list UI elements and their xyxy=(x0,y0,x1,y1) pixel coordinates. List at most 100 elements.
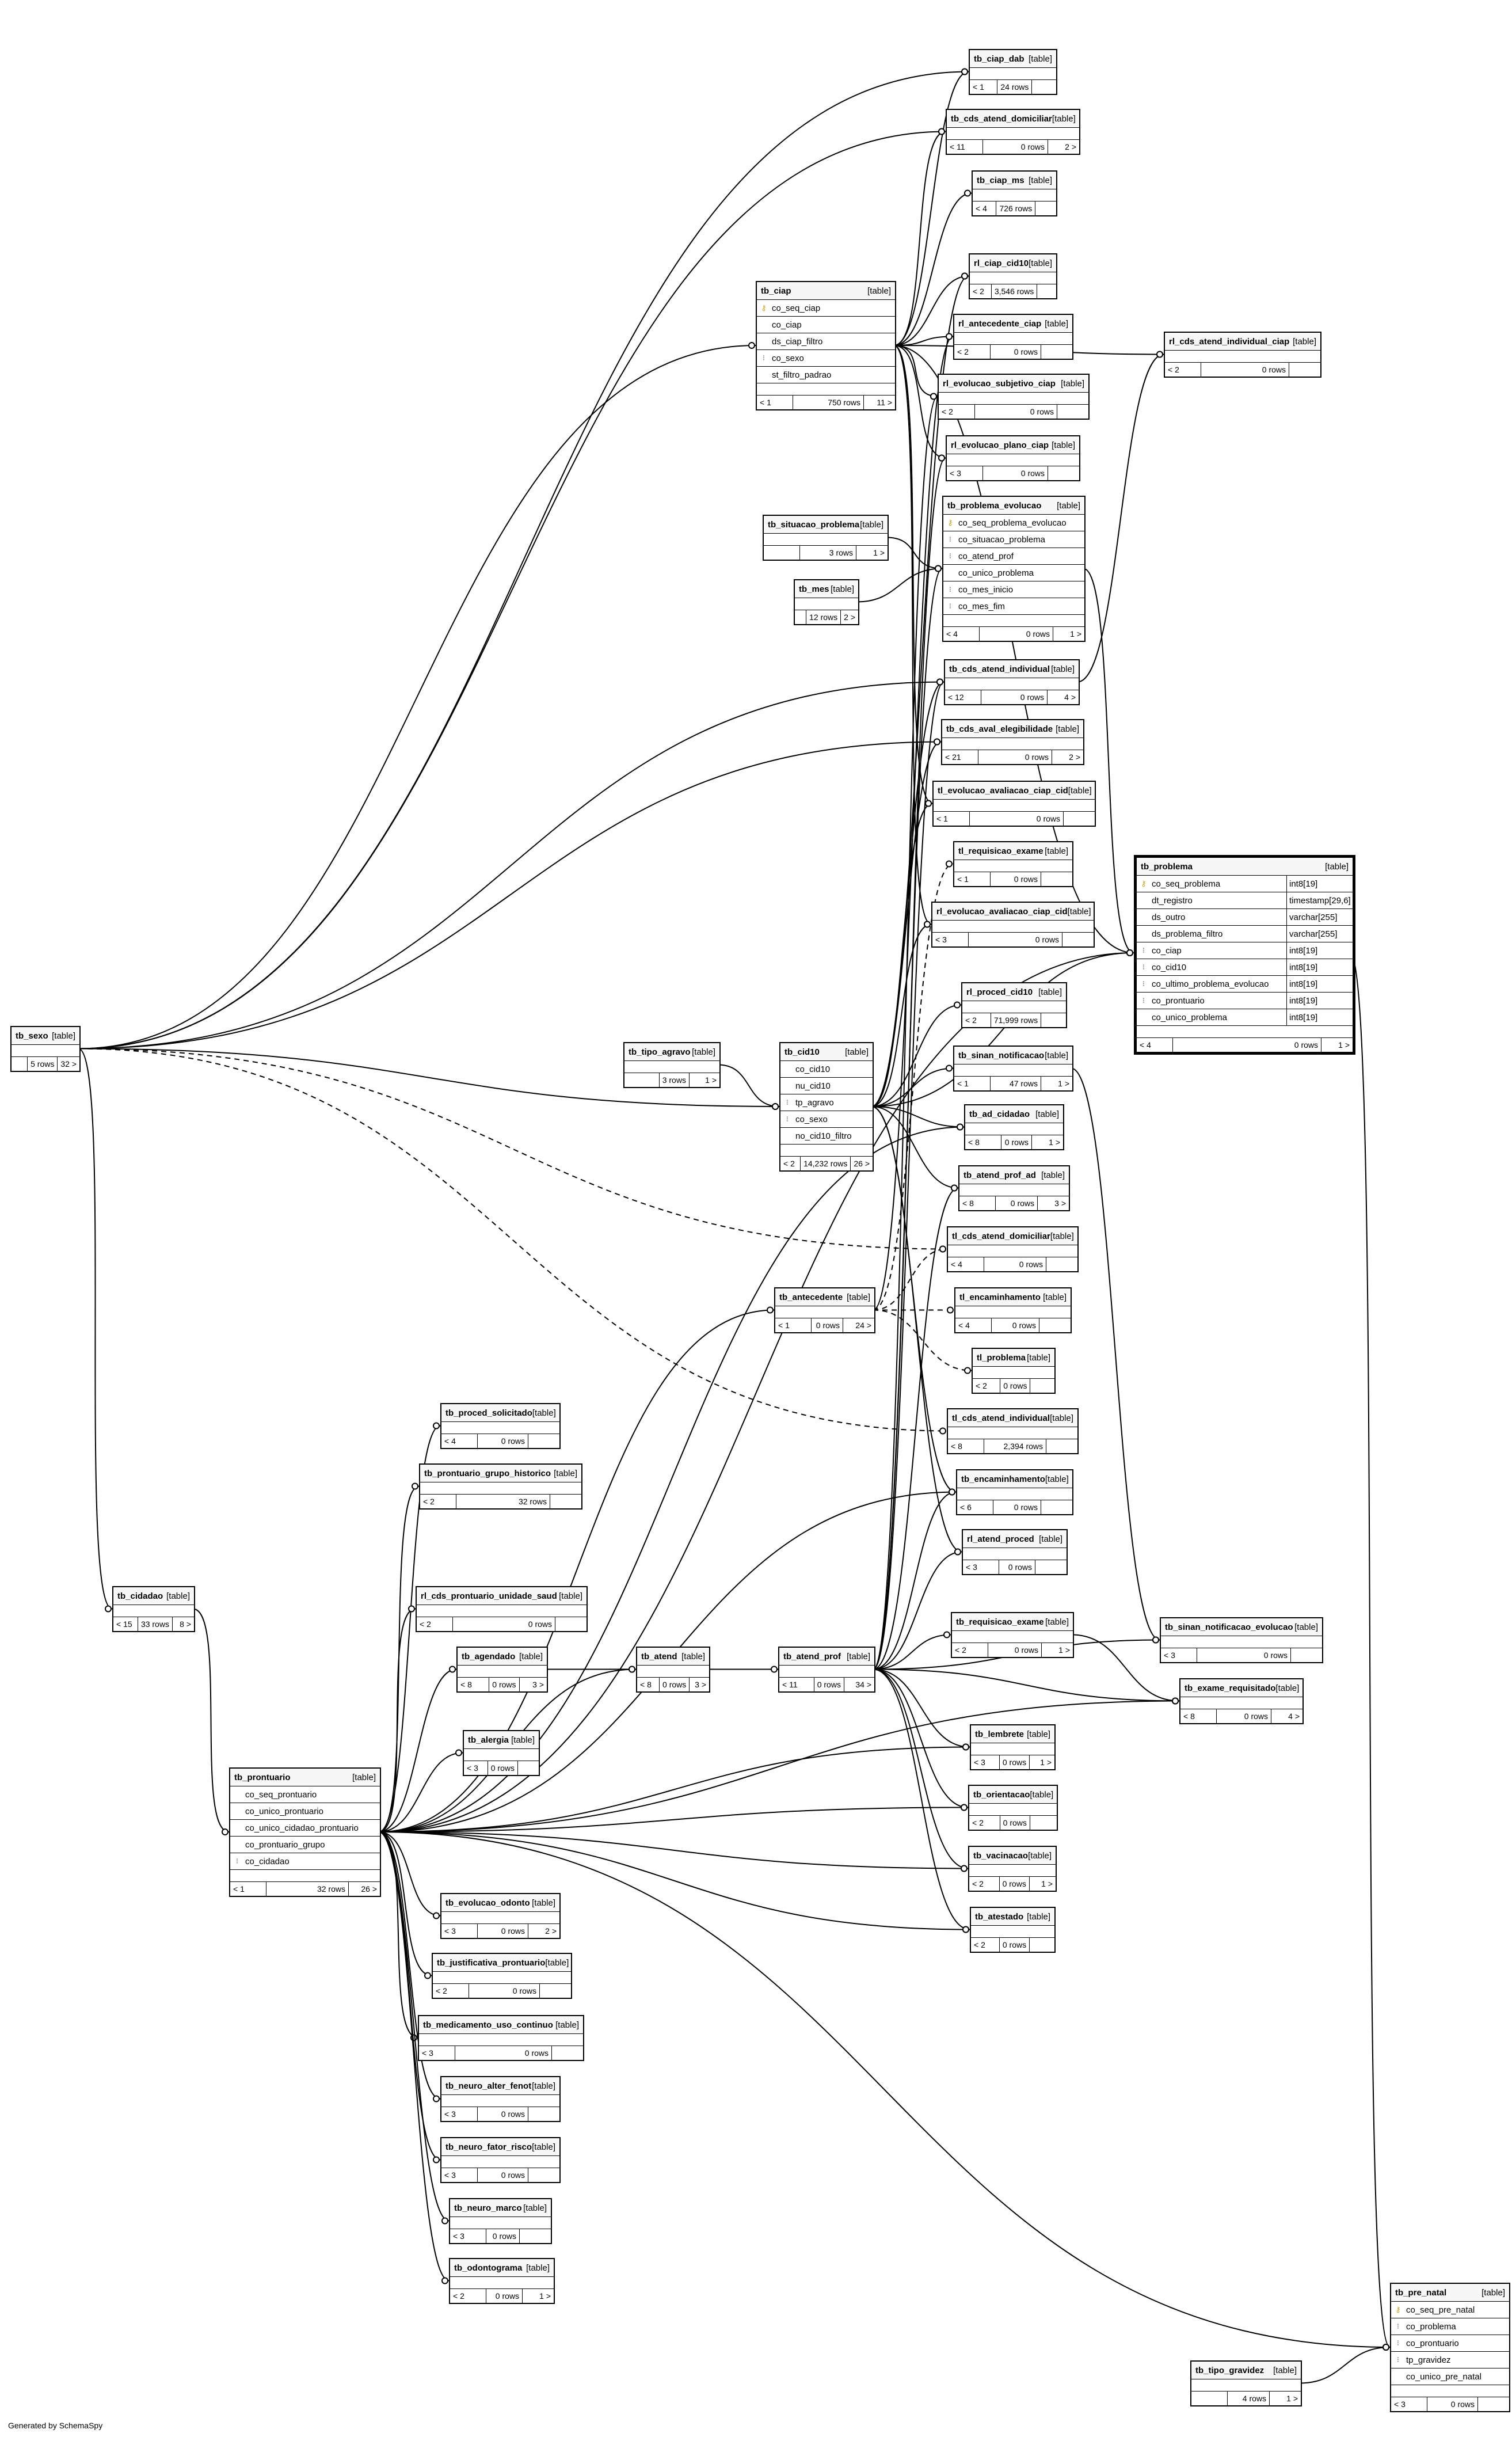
parents-link[interactable]: < 4 xyxy=(943,627,980,641)
table-name[interactable]: tb_mes xyxy=(799,584,829,594)
table-name[interactable]: tb_neuro_alter_fenot xyxy=(445,2081,532,2091)
parents-link[interactable]: < 2 xyxy=(780,1157,801,1170)
parents-link[interactable]: < 2 xyxy=(420,1495,456,1508)
parents-link[interactable]: < 3 xyxy=(971,1755,1000,1769)
column-row[interactable]: co_ciap xyxy=(757,317,895,333)
table-name[interactable]: tb_atend_prof xyxy=(783,1651,841,1662)
parents-link[interactable]: < 1 xyxy=(775,1318,812,1332)
column-row[interactable]: nu_cid10 xyxy=(780,1078,873,1094)
table-name[interactable]: tb_ciap_dab xyxy=(974,54,1024,64)
parents-link[interactable]: < 2 xyxy=(417,1617,453,1631)
table-name[interactable]: rl_ciap_cid10 xyxy=(974,258,1029,268)
children-link[interactable] xyxy=(1041,345,1072,359)
table-name[interactable]: rl_evolucao_avaliacao_ciap_cid xyxy=(936,906,1068,917)
parents-link[interactable]: < 3 xyxy=(1161,1648,1197,1662)
children-link[interactable]: 3 > xyxy=(1054,1199,1066,1208)
table-tb-problema-evolucao[interactable]: tb_problema_evolucao[table]⚷co_seq_probl… xyxy=(942,496,1086,642)
parents-link[interactable]: < 4 xyxy=(948,1257,984,1271)
parents-link[interactable]: < 21 xyxy=(942,750,978,764)
table-name[interactable]: tb_neuro_marco xyxy=(454,2203,522,2213)
table-name[interactable]: tb_tipo_gravidez xyxy=(1195,2365,1265,2375)
table-name[interactable]: rl_evolucao_subjetivo_ciap xyxy=(943,378,1056,389)
children-link[interactable] xyxy=(1064,812,1095,826)
column-row[interactable]: ⚷co_seq_pre_natal xyxy=(1391,2302,1509,2318)
table-name[interactable]: tb_atend xyxy=(641,1651,677,1662)
children-link[interactable]: 1 > xyxy=(1058,1645,1070,1655)
parents-link[interactable] xyxy=(1191,2392,1228,2405)
table-tl-evolucao-avaliacao-ciap-cid[interactable]: tl_evolucao_avaliacao_ciap_cid[table]< 1… xyxy=(932,781,1096,827)
table-name[interactable]: tb_cds_aval_elegibilidade xyxy=(946,724,1053,734)
children-link[interactable] xyxy=(1046,1257,1077,1271)
children-link[interactable]: 32 > xyxy=(60,1059,77,1069)
children-link[interactable] xyxy=(528,2107,559,2121)
children-link[interactable] xyxy=(1041,1013,1066,1027)
table-name[interactable]: rl_antecedente_ciap xyxy=(958,318,1042,329)
children-link[interactable] xyxy=(555,1617,586,1631)
table-name[interactable]: tb_cidadao xyxy=(117,1591,163,1601)
column-row[interactable]: co_seq_prontuario xyxy=(230,1786,380,1803)
column-row[interactable]: co_unico_problema xyxy=(943,565,1084,581)
parents-link[interactable]: < 2 xyxy=(970,284,992,298)
children-link[interactable] xyxy=(1037,284,1056,298)
children-link[interactable] xyxy=(1035,202,1056,215)
table-name[interactable]: tb_medicamento_uso_continuo xyxy=(423,2020,553,2030)
children-link[interactable]: 1 > xyxy=(1070,629,1081,638)
children-link[interactable] xyxy=(520,2229,551,2243)
table-name[interactable]: tb_sexo xyxy=(16,1031,48,1041)
children-link[interactable] xyxy=(540,1984,571,1998)
column-row[interactable]: st_filtro_padrao xyxy=(757,367,895,383)
parents-link[interactable]: < 1 xyxy=(970,80,998,94)
column-row[interactable]: ⁝co_cidadao xyxy=(230,1853,380,1870)
children-link[interactable] xyxy=(1048,466,1079,480)
children-link[interactable] xyxy=(1041,872,1072,886)
parents-link[interactable]: < 3 xyxy=(464,1761,488,1775)
table-name[interactable]: tl_requisicao_exame xyxy=(958,846,1043,856)
column-row[interactable]: co_prontuario_grupo xyxy=(230,1837,380,1853)
column-row[interactable]: ⚷co_seq_ciap xyxy=(757,300,895,317)
table-name[interactable]: rl_atend_proced xyxy=(967,1534,1034,1544)
column-row[interactable]: ⁝co_problema xyxy=(1391,2318,1509,2335)
parents-link[interactable]: < 2 xyxy=(962,1013,991,1027)
children-link[interactable] xyxy=(1291,1648,1322,1662)
table-name[interactable]: tb_lembrete xyxy=(975,1729,1024,1739)
parents-link[interactable]: < 8 xyxy=(458,1678,490,1691)
parents-link[interactable]: < 3 xyxy=(1391,2397,1427,2411)
parents-link[interactable]: < 8 xyxy=(948,1439,984,1453)
table-name[interactable]: tl_encaminhamento xyxy=(959,1292,1041,1302)
column-row[interactable]: ⁝tp_gravidez xyxy=(1391,2352,1509,2368)
children-link[interactable] xyxy=(1030,1379,1054,1393)
parents-link[interactable]: < 15 xyxy=(113,1617,138,1631)
table-name[interactable]: tb_agendado xyxy=(462,1651,516,1662)
table-name[interactable]: tb_vacinacao xyxy=(973,1850,1029,1861)
table-name[interactable]: tb_cds_atend_individual xyxy=(949,664,1050,674)
children-link[interactable]: 1 > xyxy=(1040,1758,1052,1767)
parents-link[interactable]: < 3 xyxy=(450,2229,486,2243)
children-link[interactable]: 24 > xyxy=(855,1321,871,1330)
